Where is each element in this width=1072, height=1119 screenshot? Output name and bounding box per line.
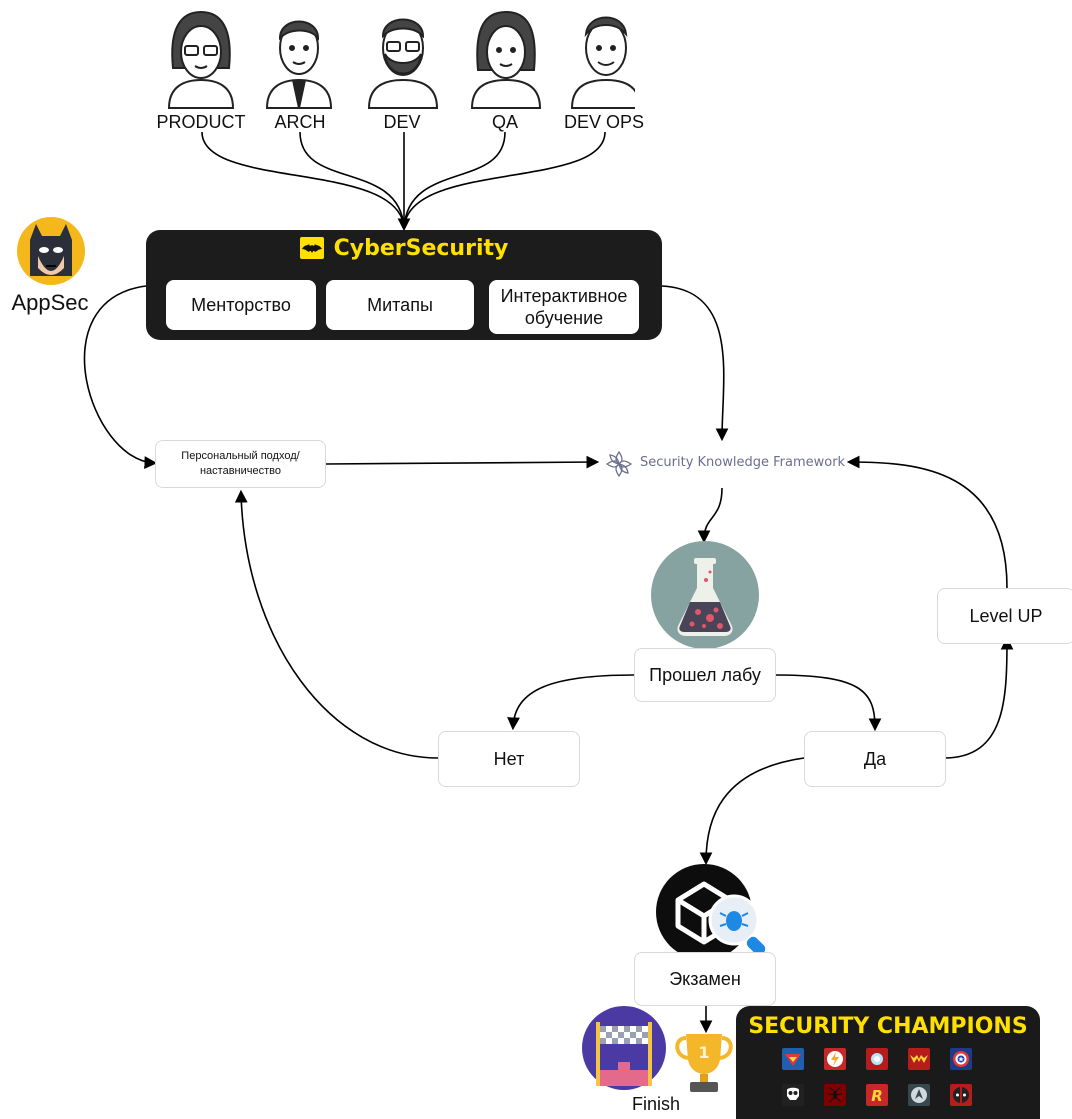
flash-icon (824, 1048, 846, 1070)
batman-avatar-icon (17, 217, 85, 285)
security-champions-title: SECURITY CHAMPIONS (748, 1014, 1028, 1039)
edge-skf-flask (697, 487, 723, 544)
finish-label: Finish (632, 1094, 681, 1114)
role-label-devops: DEV OPS (563, 112, 645, 132)
level-up-node: Level UP (937, 588, 1072, 644)
edge-yes-levelup (943, 636, 1014, 759)
mentorship-pill: Менторство (166, 280, 316, 330)
meetups-pill: Митапы (326, 280, 474, 330)
cybersecurity-title: CyberSecurity (146, 236, 662, 261)
cybersecurity-block: CyberSecurity Менторство Митапы Интеракт… (146, 230, 662, 340)
edge-arch-cyber (299, 131, 405, 229)
edge-yes-exam (699, 757, 805, 866)
lab-flask-icon (651, 541, 759, 649)
devops-avatar-icon (570, 16, 635, 109)
svg-text:1: 1 (698, 1043, 709, 1062)
yes-node: Да (804, 731, 946, 787)
dev-avatar-icon (367, 18, 439, 109)
svg-text:R: R (871, 1087, 883, 1105)
skf-flower-icon (605, 450, 633, 478)
robin-icon: R (866, 1084, 888, 1106)
edge-qa-cyber (403, 131, 506, 229)
deadpool-icon (950, 1084, 972, 1106)
role-label-arch: ARCH (274, 112, 326, 132)
role-avatars (167, 10, 635, 109)
product-avatar-icon (167, 10, 235, 109)
qa-avatar-icon (470, 10, 542, 109)
finish-flag-icon (582, 1006, 666, 1090)
edge-cyber-personal (83, 285, 158, 469)
no-node: Нет (438, 731, 580, 787)
edge-product-cyber (201, 131, 405, 229)
code-review-icon (656, 864, 766, 960)
edge-cyber-skf (661, 285, 729, 442)
edge-levelup-skf (846, 455, 1008, 589)
role-label-dev: DEV (383, 112, 421, 132)
edge-personal-skf (325, 455, 600, 469)
skf-label: Security Knowledge Framework (640, 455, 846, 470)
edge-no-personal (234, 489, 439, 759)
edge-lab-no (507, 674, 635, 731)
bat-logo-icon (299, 237, 324, 259)
shield-agency-icon (908, 1084, 930, 1106)
edge-devops-cyber (403, 131, 606, 229)
captain-america-icon (950, 1048, 972, 1070)
ironman-icon (866, 1048, 888, 1070)
interactive-learning-pill: Интерактивное обучение (489, 280, 639, 334)
edge-lab-yes (773, 674, 882, 732)
role-label-qa: QA (491, 112, 518, 132)
exam-node: Экзамен (634, 952, 776, 1006)
wonder-woman-icon (908, 1048, 930, 1070)
personal-approach-node: Персональный подход/ наставничество (155, 440, 326, 488)
punisher-icon (782, 1084, 804, 1106)
security-champions-block: SECURITY CHAMPIONS R (736, 1006, 1040, 1119)
trophy-icon: 1 (675, 1034, 733, 1092)
lab-passed-node: Прошел лабу (634, 648, 776, 702)
appsec-label: AppSec (11, 290, 89, 315)
cybersecurity-title-text: CyberSecurity (333, 236, 509, 261)
spiderman-icon (824, 1084, 846, 1106)
role-label-product: PRODUCT (156, 112, 246, 132)
arch-avatar-icon (265, 20, 333, 109)
superman-icon (782, 1048, 804, 1070)
